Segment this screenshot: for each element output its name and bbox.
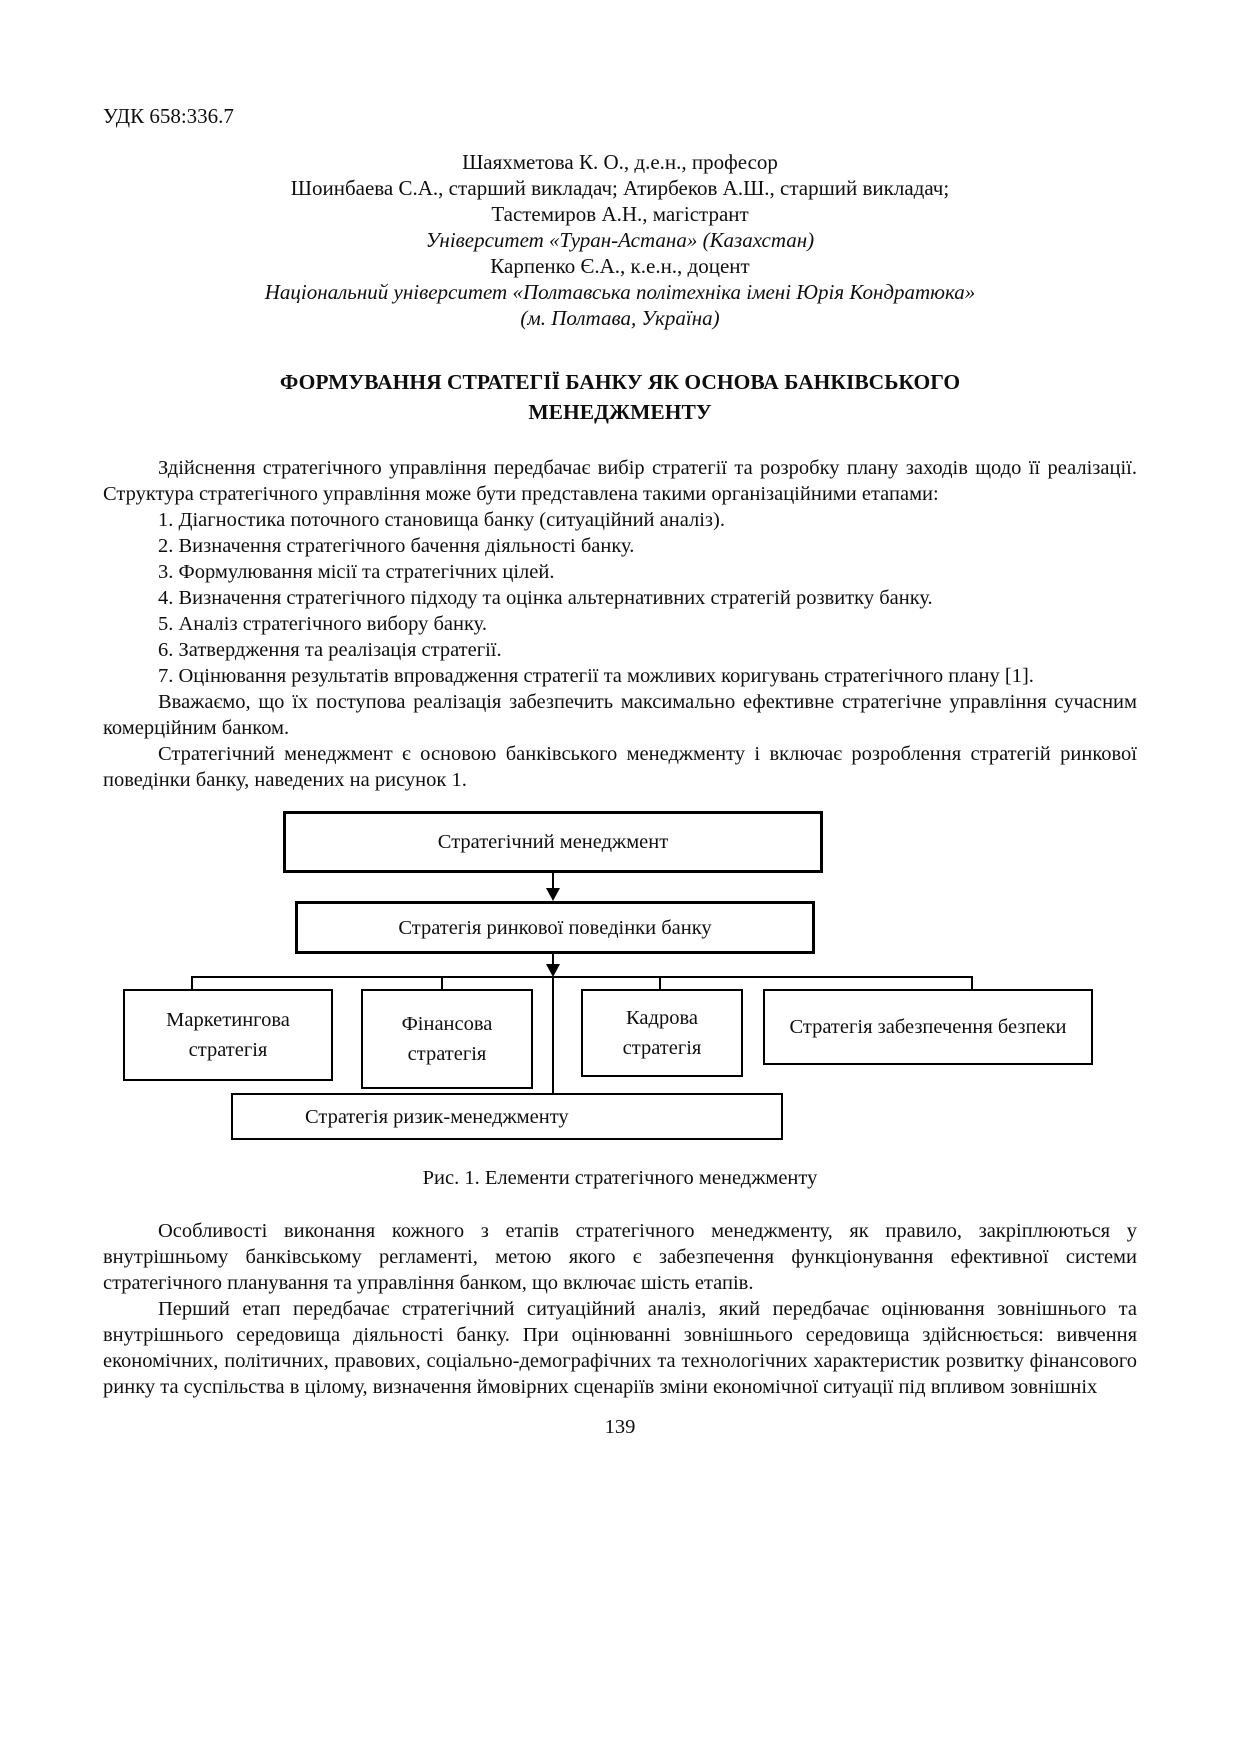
paragraph-stages: Особливості виконання кожного з етапів с… xyxy=(103,1220,1137,1294)
page-content: УДК 658:336.7 Шаяхметова К. О., д.е.н., … xyxy=(103,104,1137,1438)
paragraph-first-stage: Перший етап передбачає стратегічний ситу… xyxy=(103,1298,1137,1398)
page-number: 139 xyxy=(604,1416,636,1438)
connector-line xyxy=(971,976,973,991)
paragraph-intro: Здійснення стратегічного управління пере… xyxy=(103,457,1137,505)
connector-line xyxy=(191,976,193,991)
affiliation-line: Університет «Туран-Астана» (Казахстан) xyxy=(425,228,815,252)
author-line: Шаяхметова К. О., д.е.н., професор xyxy=(462,150,778,174)
figure-1-diagram: Стратегічний менеджмент Стратегія ринков… xyxy=(103,811,1137,1143)
list-item-1: 1. Діагностика поточного становища банку… xyxy=(158,509,725,531)
paragraph-figure-lead: Стратегічний менеджмент є основою банків… xyxy=(103,743,1137,791)
connector-line xyxy=(191,976,973,978)
figure-box-strategic-management: Стратегічний менеджмент xyxy=(283,811,823,873)
list-item-7: 7. Оцінювання результатів впровадження с… xyxy=(158,665,1034,687)
author-block: Шаяхметова К. О., д.е.н., професор Шоинб… xyxy=(103,149,1137,331)
figure-box-marketing-strategy: Маркетингова стратегія xyxy=(123,989,333,1081)
author-line: Шоинбаева С.А., старший викладач; Атирбе… xyxy=(290,176,950,200)
author-line: Карпенко Є.А., к.е.н., доцент xyxy=(490,254,750,278)
figure-box-security-strategy: Стратегія забезпечення безпеки xyxy=(763,989,1093,1065)
arrow-down-icon xyxy=(546,964,560,977)
list-item-5: 5. Аналіз стратегічного вибору банку. xyxy=(158,613,487,635)
list-item-2: 2. Визначення стратегічного бачення діял… xyxy=(158,535,635,557)
figure-box-market-behavior-strategy: Стратегія ринкової поведінки банку xyxy=(295,901,815,954)
connector-line xyxy=(552,873,554,890)
figure-box-financial-strategy: Фінансова стратегія xyxy=(361,989,533,1089)
connector-line xyxy=(659,976,661,991)
affiliation-line: Національний університет «Полтавська пол… xyxy=(264,280,976,304)
article-title: ФОРМУВАННЯ СТРАТЕГІЇ БАНКУ ЯК ОСНОВА БАН… xyxy=(279,370,961,424)
connector-line xyxy=(552,976,554,1095)
udc-label: УДК 658:336.7 xyxy=(103,104,234,128)
figure-caption: Рис. 1. Елементи стратегічного менеджмен… xyxy=(422,1167,818,1189)
connector-line xyxy=(552,954,554,966)
connector-line xyxy=(441,976,443,991)
list-item-3: 3. Формулювання місії та стратегічних ці… xyxy=(158,561,555,583)
list-item-4: 4. Визначення стратегічного підходу та о… xyxy=(158,587,933,609)
arrow-down-icon xyxy=(546,888,560,901)
figure-box-personnel-strategy: Кадрова стратегія xyxy=(581,989,743,1077)
list-item-6: 6. Затвердження та реалізація стратегії. xyxy=(158,639,502,661)
figure-box-risk-management-strategy: Стратегія ризик-менеджменту xyxy=(231,1093,783,1140)
paragraph-realization: Вважаємо, що їх поступова реалізація заб… xyxy=(103,691,1137,739)
affiliation-location: (м. Полтава, Україна) xyxy=(520,306,720,330)
author-line: Тастемиров А.Н., магістрант xyxy=(491,202,749,226)
